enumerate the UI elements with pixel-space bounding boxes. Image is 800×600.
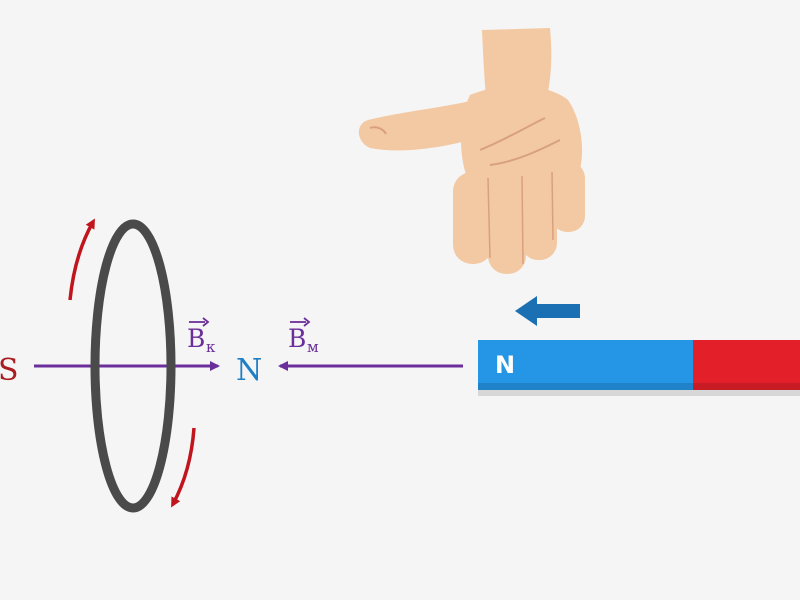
vector-arrow-tip (202, 317, 210, 327)
magnet-field-letter: B (288, 324, 306, 353)
ring-pole-n-label: N (236, 353, 262, 388)
arrow-left-icon (515, 296, 580, 326)
ring-pole-s-label: S (0, 353, 19, 388)
hand-icon (358, 28, 585, 274)
hand-thumb (358, 100, 475, 151)
thumbnail (369, 126, 387, 135)
magnet-field-vector-label: B м (288, 317, 319, 356)
hand-palm (461, 85, 583, 185)
coil-field-subscript: к (206, 338, 216, 356)
magnet-field-subscript: м (307, 338, 319, 356)
bar-magnet: N (478, 340, 800, 396)
motion-arrow-head (515, 296, 537, 326)
magnet-south-half (693, 340, 800, 390)
induced-current-arrow-top (68, 218, 95, 301)
hand-finger-4 (551, 162, 585, 232)
finger-gap (521, 175, 524, 265)
hand-finger-2 (488, 170, 526, 274)
palm-crease (479, 117, 546, 151)
induced-current-arrow-bottom (171, 427, 196, 508)
finger-gap (487, 177, 491, 259)
hand-finger-1 (453, 172, 493, 264)
magnet-north-label: N (495, 351, 515, 379)
hand-wrist (482, 28, 552, 98)
magnet-north-half (478, 340, 693, 390)
finger-gap (551, 171, 554, 241)
motion-arrow-shaft (534, 304, 580, 318)
hand-finger-3 (521, 166, 557, 260)
palm-crease (489, 139, 561, 166)
coil-field-letter: B (187, 324, 205, 353)
magnet-shadow (478, 383, 800, 396)
conductor-ring (90, 219, 176, 513)
coil-field-vector-label: B к (187, 317, 216, 356)
vector-arrow-tip (303, 317, 311, 327)
